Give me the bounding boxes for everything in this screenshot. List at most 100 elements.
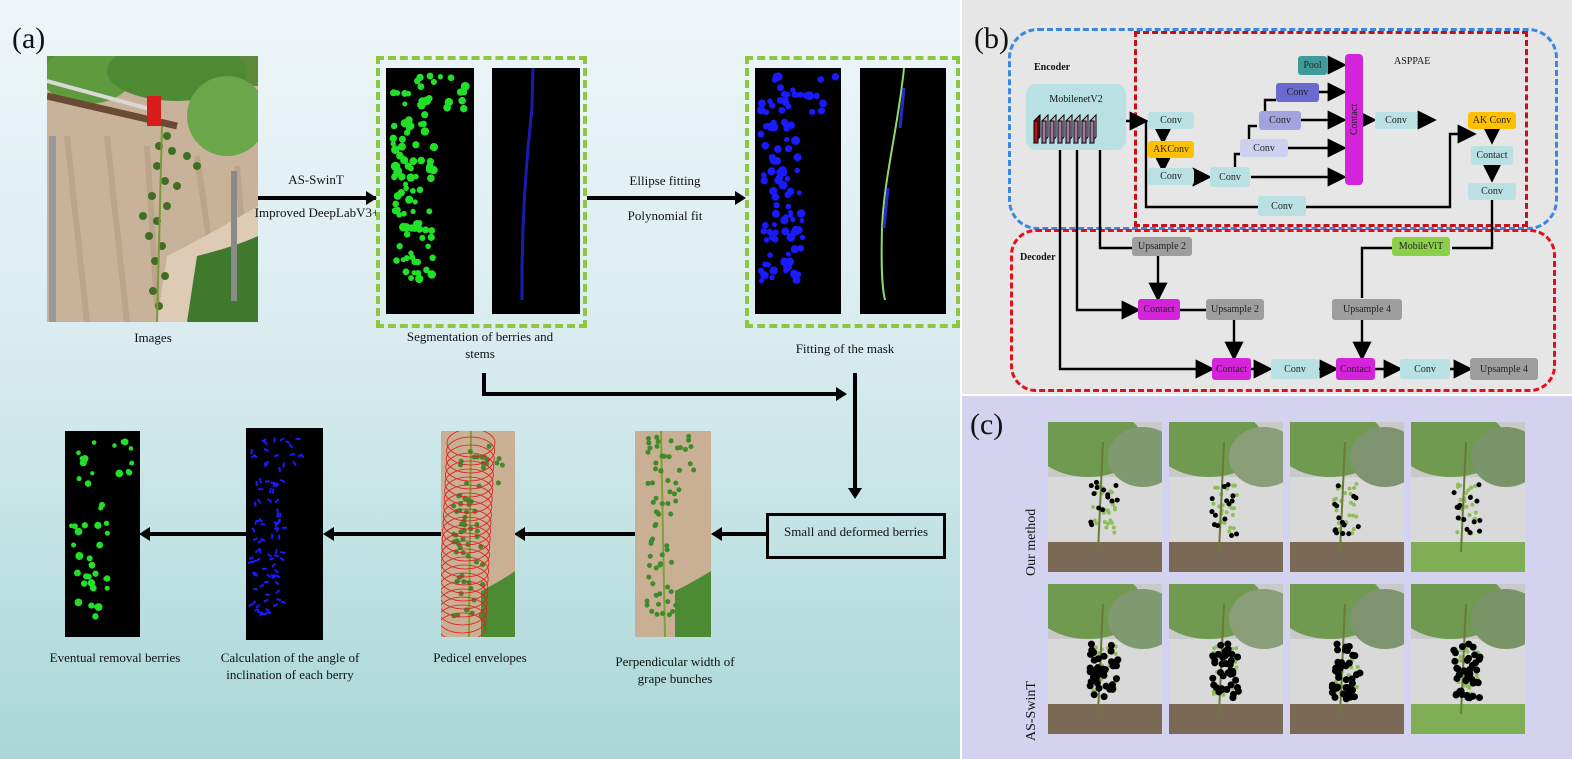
berry-mark [397,189,405,197]
berry-mark [760,271,769,280]
berry-mark [665,599,671,605]
berry-mark [257,539,263,544]
segmented-berry [1334,503,1340,509]
berry-mark [668,589,674,595]
berry-mark [423,266,430,274]
berry-mark [761,221,769,229]
berry-mark [494,460,500,466]
segmented-berry [1469,692,1477,700]
arrow-to-segmentation [258,196,376,200]
berry-mark [809,108,816,116]
berry-mark [425,163,434,171]
berry-mark [769,266,778,275]
pedicel-envelope [442,516,492,546]
berry-mark [270,533,274,539]
berry-mark [425,95,433,102]
berry-mark [460,104,468,113]
segmented-berry [1210,681,1218,689]
berry-mark [466,501,472,507]
berry-mark [668,438,674,444]
node-concat: Contact [1336,358,1375,380]
encoder-boundary [1008,28,1558,230]
berry-mark [398,135,406,143]
segmented-berry [1346,531,1352,537]
segmented-berry [1094,655,1102,663]
node-conv: Conv [1400,359,1450,379]
berry-mark [673,498,679,504]
segmented-berry [1229,667,1237,675]
arrow-to-fitting [587,196,737,200]
berry-mark [275,574,281,579]
stem-mask-blue [492,68,580,314]
berry-mark [757,130,765,138]
node-mobilevit: MobileViT [1392,237,1450,256]
berry-mark [654,611,660,617]
berry-mark [401,210,407,217]
arrowhead-icon [836,387,847,401]
berry-mark [645,436,651,442]
berry-mark [688,444,694,450]
comparison-photo [1169,584,1283,734]
berry-mark [280,550,286,555]
segmented-berry [1342,662,1350,670]
berry-mark [94,603,103,612]
berry-mark [447,74,455,82]
berry-mark [653,592,659,598]
berry-mark [784,191,792,199]
berry-mark [659,552,665,558]
berry-mark [282,462,285,468]
berry-mark [427,233,435,241]
berry-mark [473,559,479,565]
berry-mark [765,122,771,129]
berry-mark [769,275,775,281]
berry-mark [653,521,659,527]
berry-mark [804,91,814,101]
berry-mark [667,489,673,495]
pedicel-envelope [441,556,489,586]
berry-mark [129,460,135,466]
berry-mark [427,174,435,183]
berry-mark [274,521,278,528]
segmented-berry [1461,517,1467,523]
berry-mark [464,480,470,486]
berry-mark [408,250,414,256]
berry-mark [395,167,403,175]
berry-mark [464,509,470,515]
panel-b-label: (b) [974,22,1009,55]
berry-mark [403,129,411,136]
berry-mark [759,278,765,284]
segmented-berry [1475,655,1483,663]
segmented-berry [1356,669,1364,677]
berry-mark [96,541,104,549]
berry-mark [760,227,768,235]
segmented-berry [1467,495,1473,501]
berry-mark [74,527,83,536]
berry-mark [405,90,412,97]
berry-mark [254,571,259,577]
berry-mark [85,573,92,580]
berry-mark [271,488,275,494]
berry-mark [74,569,81,577]
berry-mark [474,528,480,534]
caption-eventual-removal: Eventual removal berries [49,650,181,665]
berry-mark [274,548,279,555]
berry-mark [480,465,486,471]
berry-mark [410,208,416,215]
berry-mark [644,598,650,604]
arrowhead-icon [366,191,377,205]
segmented-berry [1222,516,1228,522]
berry-mark [771,209,780,218]
berry-mark [799,234,806,241]
segmented-berry [1465,654,1473,662]
berry-mark [817,76,825,83]
berry-mark [496,456,502,462]
arrow-left [525,532,635,536]
berry-mark [288,443,294,449]
berry-mark [458,591,464,597]
segmented-berry [1100,507,1106,513]
berry-mark [128,446,134,451]
comparison-photo [1411,584,1525,734]
berry-mark [780,257,788,265]
berry-mark [771,222,777,228]
berry-mark [79,459,87,467]
